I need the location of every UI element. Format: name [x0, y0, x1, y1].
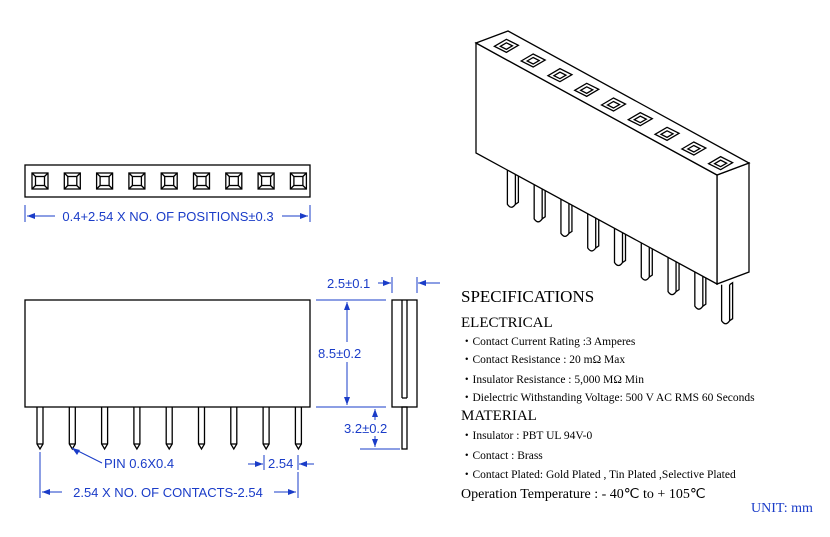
material-item: ・Contact : Brass — [461, 450, 543, 462]
front-view-pin — [294, 407, 303, 451]
pin-size-label: PIN 0.6X0.4 — [104, 456, 174, 471]
pitch-dimension: 2.54 — [248, 455, 314, 471]
front-view-pin — [262, 407, 270, 451]
top-view-body — [24, 164, 311, 198]
isometric-pin — [720, 281, 734, 325]
isometric-hole — [600, 97, 627, 112]
isometric-hole — [707, 155, 734, 171]
specifications-block: SPECIFICATIONS ELECTRICAL ・Contact Curre… — [461, 287, 813, 516]
thickness-dimension: 2.5±0.1 — [327, 276, 440, 293]
thickness-label: 2.5±0.1 — [327, 276, 370, 291]
front-view — [24, 299, 311, 451]
pin-size-callout: PIN 0.6X0.4 — [71, 447, 174, 471]
front-view-pin — [133, 407, 141, 451]
front-view-pin — [36, 407, 44, 451]
isometric-hole — [653, 126, 681, 142]
front-view-pins — [36, 407, 303, 451]
electrical-item: ・Dielectric Withstanding Voltage: 500 V … — [461, 392, 755, 404]
isometric-top-face — [474, 30, 751, 176]
top-view-hole — [192, 172, 211, 190]
electrical-heading: ELECTRICAL — [461, 315, 553, 331]
spec-title: SPECIFICATIONS — [461, 287, 594, 306]
isometric-hole — [519, 53, 547, 68]
isometric-end-face — [716, 162, 750, 285]
top-width-label: 0.4+2.54 X NO. OF POSITIONS±0.3 — [62, 209, 273, 224]
electrical-item: ・Contact Current Rating :3 Amperes — [461, 336, 636, 348]
side-view-body — [391, 299, 418, 408]
material-item: ・Insulator : PBT UL 94V-0 — [461, 430, 592, 442]
top-view-hole — [128, 172, 146, 190]
isometric-hole — [546, 67, 574, 83]
isometric-hole — [573, 82, 601, 98]
front-view-body — [24, 299, 311, 408]
isometric-pins — [506, 165, 734, 325]
isometric-holes — [493, 38, 734, 171]
top-view-hole — [63, 172, 81, 190]
top-view-hole — [31, 172, 49, 190]
front-view-pin — [68, 407, 76, 451]
front-view-pin — [100, 407, 109, 451]
pin-length-dimension: 3.2±0.2 — [344, 409, 400, 450]
overall-contacts-label: 2.54 X NO. OF CONTACTS-2.54 — [73, 485, 263, 500]
isometric-view — [474, 30, 751, 325]
electrical-item: ・Contact Resistance : 20 mΩ Max — [461, 354, 625, 366]
top-width-dimension: 0.4+2.54 X NO. OF POSITIONS±0.3 — [24, 205, 311, 224]
isometric-hole — [626, 111, 654, 127]
electrical-item: ・Insulator Resistance : 5,000 MΩ Min — [461, 374, 644, 386]
top-view-hole — [95, 172, 114, 190]
pin-length-label: 3.2±0.2 — [344, 421, 387, 436]
top-view-hole — [289, 172, 308, 190]
material-item: ・Contact Plated: Gold Plated , Tin Plate… — [461, 469, 736, 481]
material-heading: MATERIAL — [461, 408, 537, 424]
front-view-pin — [197, 407, 206, 451]
side-view — [391, 299, 418, 450]
unit-label: UNIT: mm — [751, 501, 813, 516]
top-view-holes — [31, 172, 308, 190]
front-view-pin — [165, 407, 173, 451]
body-height-label: 8.5±0.2 — [318, 346, 361, 361]
isometric-hole — [493, 38, 520, 54]
front-view-pin — [230, 407, 238, 451]
top-view-hole — [160, 172, 178, 190]
top-view — [24, 164, 311, 198]
side-view-pin — [401, 406, 408, 450]
body-height-dimension: 8.5±0.2 — [316, 299, 386, 408]
pitch-label: 2.54 — [268, 456, 293, 471]
operation-temperature: Operation Temperature : - 40℃ to + 105℃ — [461, 487, 706, 502]
top-view-hole — [257, 172, 275, 190]
isometric-hole — [680, 141, 708, 156]
top-view-hole — [225, 172, 243, 190]
overall-contacts-dimension: 2.54 X NO. OF CONTACTS-2.54 — [39, 452, 299, 500]
